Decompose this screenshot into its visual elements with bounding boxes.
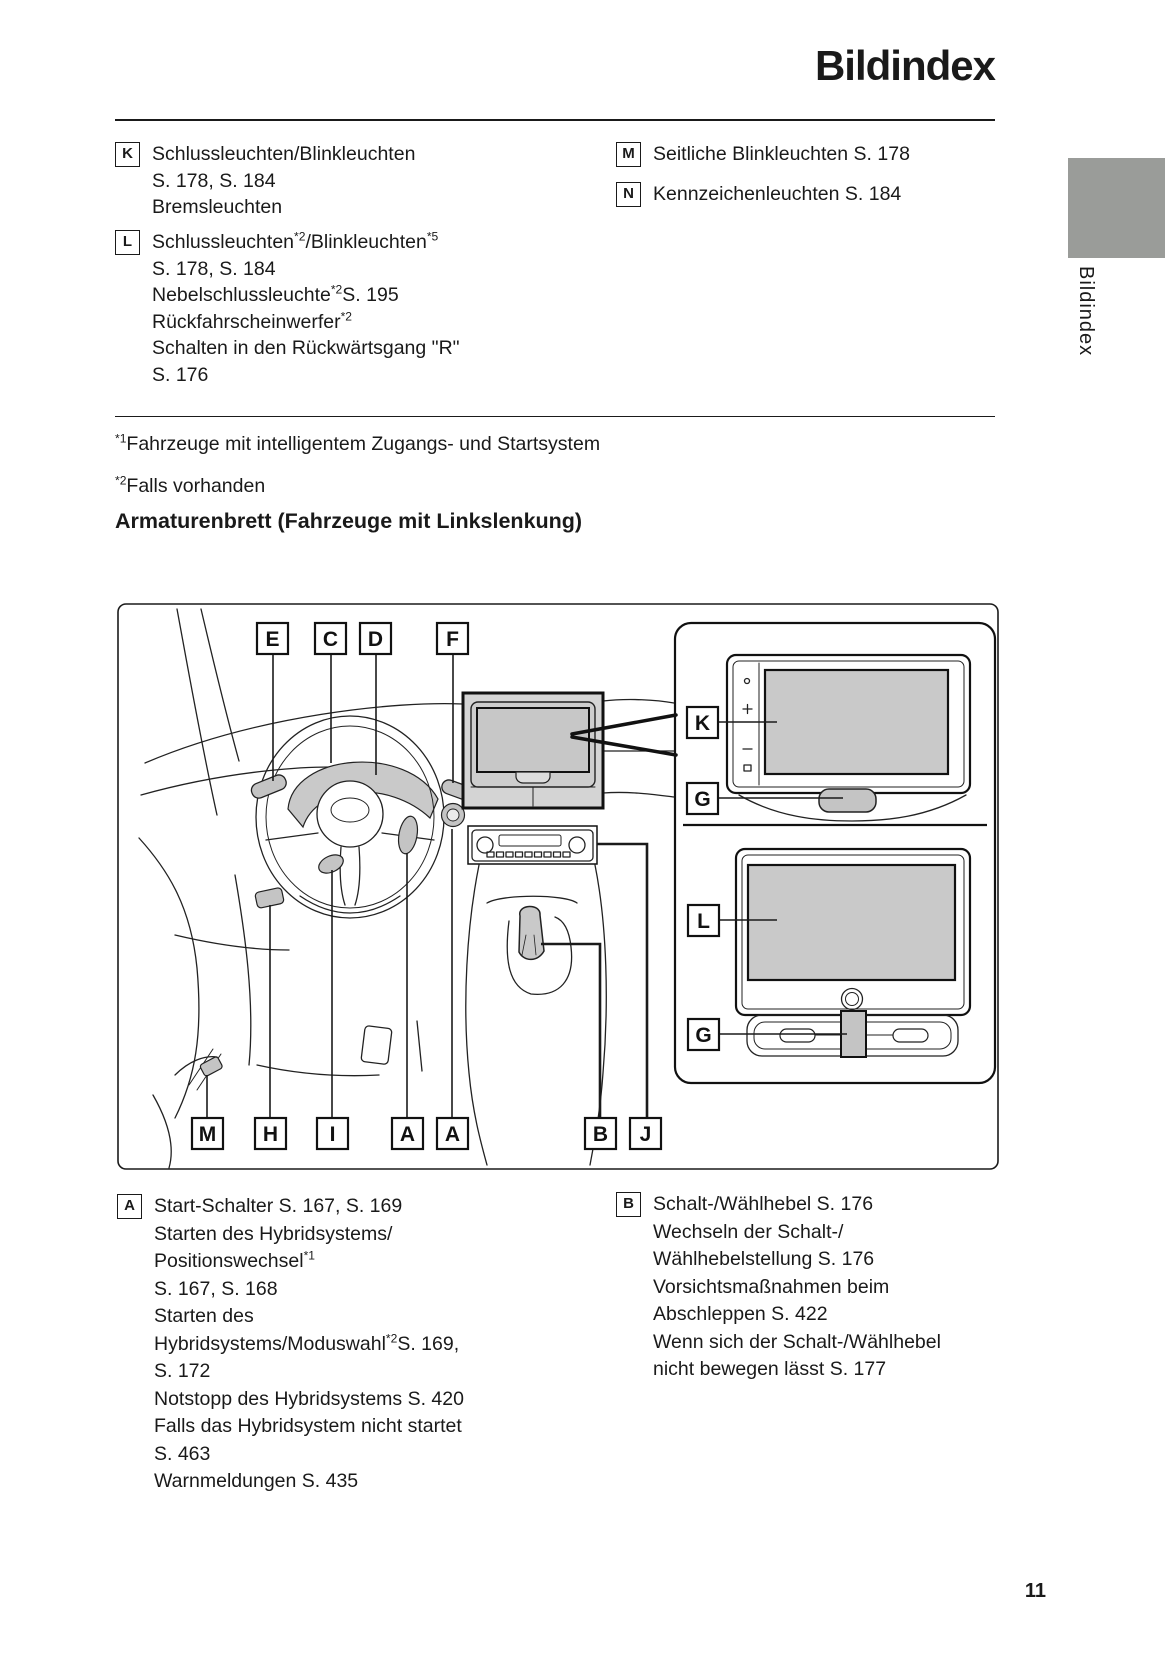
callout-box-c	[313, 621, 348, 656]
callout-m: M	[199, 1123, 217, 1146]
tray-handle-g	[818, 788, 877, 813]
start-switch-a1	[397, 815, 419, 855]
callout-g1: G	[694, 788, 710, 811]
callout-letter-a: A	[117, 1194, 142, 1219]
pointer-line-top	[570, 713, 678, 736]
callout-k: K	[695, 712, 710, 735]
section-heading: Armaturenbrett (Fahrzeuge mit Linkslenku…	[115, 509, 583, 533]
audio-screen	[476, 707, 590, 773]
section-divider-rule	[115, 416, 995, 417]
inset-panel	[673, 621, 997, 1085]
header-rule	[115, 119, 995, 121]
callout-h: H	[263, 1123, 278, 1146]
diagram-frame	[117, 603, 999, 1170]
callout-d: D	[368, 628, 383, 651]
callout-box-d	[358, 621, 393, 656]
chapter-tab-label: Bildindex	[1075, 266, 1097, 357]
center-console	[465, 864, 607, 1166]
callout-a2: A	[445, 1123, 460, 1146]
footnote-1: *1Fahrzeuge mit intelligentem Zugangs- u…	[115, 431, 601, 455]
callout-a1: A	[400, 1123, 415, 1146]
multimedia-unit-l	[734, 847, 972, 1017]
callout-j: J	[640, 1123, 652, 1146]
callout-letter-b: B	[616, 1192, 641, 1217]
multimedia-screen-k	[763, 668, 950, 776]
callout-letter-l: L	[115, 230, 140, 255]
multimedia-unit-k	[725, 653, 972, 822]
callout-box-l	[686, 903, 721, 938]
wheel-switch	[318, 854, 344, 874]
page-number: 11	[1024, 1580, 1046, 1602]
callout-letter-m: M	[616, 142, 641, 167]
callout-letter-n: N	[616, 182, 641, 207]
index-item-n: N Kennzeichenleuchten S. 184	[616, 181, 1036, 208]
climate-control	[467, 825, 598, 865]
callout-box-m	[190, 1116, 225, 1151]
pointer-line-bottom	[570, 735, 678, 757]
callout-e: E	[265, 628, 279, 651]
hood-release-lever	[174, 1048, 223, 1091]
footnote-2: *2Falls vorhanden	[115, 473, 266, 497]
callout-box-h	[253, 1116, 288, 1151]
chapter-tab-marker	[1068, 158, 1165, 258]
callout-box-e	[255, 621, 290, 656]
shift-lever	[518, 905, 545, 961]
callout-box-a1	[390, 1116, 425, 1151]
callout-box-i	[315, 1116, 350, 1151]
callout-g2: G	[695, 1024, 711, 1047]
leader-lines	[206, 655, 847, 1118]
callout-l: L	[697, 910, 710, 933]
index-item-m-text: Seitliche Blinkleuchten S. 178	[653, 143, 910, 165]
multimedia-screen-l	[746, 863, 957, 982]
callout-letter-k: K	[115, 142, 140, 167]
callout-box-j	[628, 1116, 663, 1151]
index-item-m: M Seitliche Blinkleuchten S. 178	[616, 141, 1036, 168]
page-title: Bildindex	[814, 42, 996, 89]
callout-c: C	[323, 628, 338, 651]
wiper-stalk	[250, 774, 287, 799]
steering-wheel	[250, 715, 475, 919]
callout-f: F	[446, 628, 459, 651]
callout-box-b	[583, 1116, 618, 1151]
callout-box-k	[685, 705, 720, 740]
callout-box-a2	[435, 1116, 470, 1151]
callout-b: B	[593, 1123, 608, 1146]
vent-strip	[746, 1010, 959, 1058]
index-item-n-text: Kennzeichenleuchten S. 184	[653, 183, 902, 205]
dashboard-diagram: E C D F M H I A A B J K G L	[117, 603, 999, 1170]
callout-i: I	[330, 1123, 336, 1146]
callout-box-g1	[685, 781, 720, 816]
callout-box-f	[435, 621, 470, 656]
diagram-callouts: E C D F M H I A A B J K G L	[190, 621, 721, 1151]
lower-panel-switch	[254, 887, 285, 909]
audio-display-unit	[461, 691, 605, 810]
callout-box-g2	[686, 1017, 721, 1052]
